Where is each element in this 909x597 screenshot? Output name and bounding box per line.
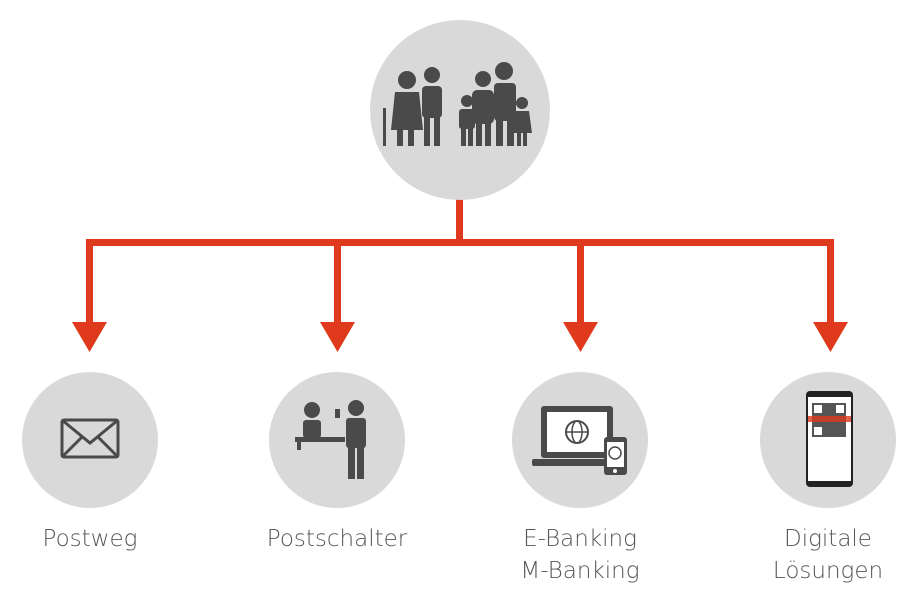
envelope-icon [60,418,120,459]
connectors [72,195,848,352]
trunk-line [456,195,463,245]
label-line: Postschalter [266,526,408,552]
drop-line-4 [827,239,834,324]
label-line: Digitale [784,526,872,552]
label-postschalter: Postschalter [237,523,437,555]
phone-qr-icon [806,391,853,487]
laptop-phone-icon [532,406,627,475]
counter-icon [295,400,366,479]
drop-line-1 [86,239,93,324]
arrowhead-3 [563,322,598,352]
label-line: Postweg [42,526,138,552]
drop-line-2 [334,239,341,324]
drop-line-3 [577,239,584,324]
label-postweg: Postweg [0,523,190,555]
label-line: M-Banking [520,558,640,584]
label-line: E-Banking [523,526,637,552]
arrowhead-2 [320,322,355,352]
postweg-circle [22,372,158,508]
arrowhead-1 [72,322,107,352]
label-line: Lösungen [772,558,884,584]
arrowhead-4 [813,322,848,352]
horizontal-line [86,239,834,246]
family-icon [383,62,532,146]
